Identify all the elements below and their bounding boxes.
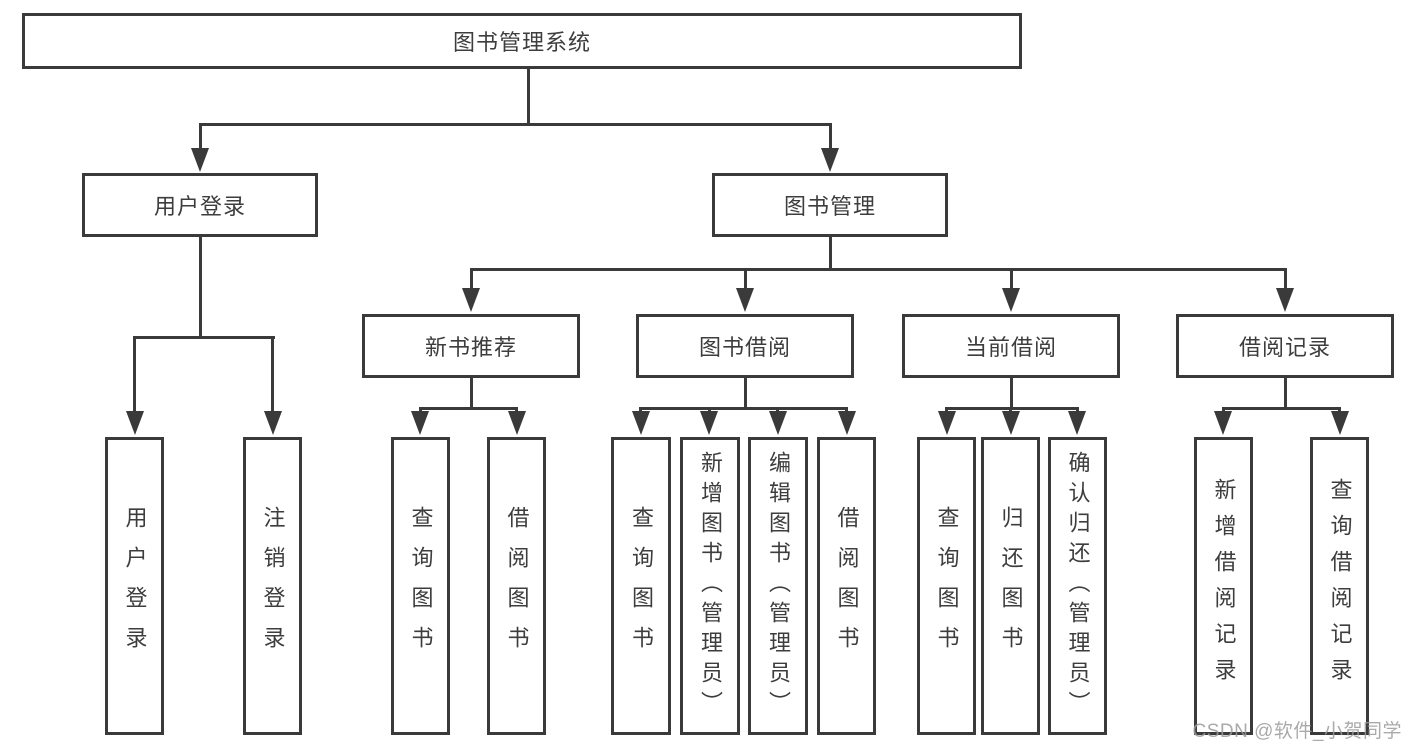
leaf-cb-return-books: 归还图书	[981, 437, 1040, 735]
node-user-login: 用户登录	[82, 173, 318, 237]
leaf-bb-edit-books-admin-label: 编辑图书（管理员）	[766, 451, 791, 721]
csdn-watermark: CSDN @软件_小贺同学	[1192, 721, 1402, 742]
leaf-user-login: 用户登录	[105, 437, 164, 735]
arrowhead-icon	[1214, 411, 1232, 435]
leaf-bb-borrow-books: 借阅图书	[817, 437, 876, 735]
connector-line	[639, 407, 848, 410]
connector-line	[419, 407, 518, 410]
node-borrow-records-label: 借阅记录	[1238, 335, 1331, 360]
arrowhead-icon	[1002, 288, 1020, 312]
connector-line	[199, 123, 202, 148]
connector-line	[1010, 378, 1013, 410]
node-root: 图书管理系统	[22, 13, 1022, 69]
arrowhead-icon	[700, 411, 718, 435]
node-book-management-label: 图书管理	[783, 194, 876, 219]
arrowhead-icon	[1331, 411, 1349, 435]
arrowhead-icon	[508, 411, 526, 435]
arrowhead-icon	[736, 288, 754, 312]
arrowhead-icon	[264, 411, 282, 435]
leaf-cb-return-books-label: 归还图书	[998, 506, 1024, 666]
node-new-book-recommend: 新书推荐	[362, 314, 580, 378]
leaf-br-add-record-label: 新增借阅记录	[1211, 478, 1237, 694]
leaf-br-query-record: 查询借阅记录	[1310, 437, 1369, 735]
connector-line	[470, 268, 1287, 271]
connector-line	[829, 237, 832, 271]
arrowhead-icon	[769, 411, 787, 435]
node-book-borrow: 图书借阅	[636, 314, 854, 378]
connector-line	[945, 407, 1079, 410]
arrowhead-icon	[1068, 411, 1086, 435]
leaf-cb-confirm-return-admin: 确认归还（管理员）	[1048, 437, 1107, 735]
arrowhead-icon	[462, 288, 480, 312]
connector-line	[1284, 268, 1287, 288]
leaf-nb-query-books-label: 查询图书	[408, 506, 434, 666]
arrowhead-icon	[126, 411, 144, 435]
leaf-nb-borrow-books: 借阅图书	[487, 437, 546, 735]
node-new-book-recommend-label: 新书推荐	[424, 335, 517, 360]
connector-line	[470, 268, 473, 288]
arrowhead-icon	[191, 148, 209, 172]
leaf-bb-borrow-books-label: 借阅图书	[834, 506, 860, 666]
node-user-login-label: 用户登录	[153, 194, 246, 219]
leaf-cb-query-books: 查询图书	[917, 437, 976, 735]
leaf-bb-query-books: 查询图书	[611, 437, 671, 735]
leaf-br-add-record: 新增借阅记录	[1194, 437, 1253, 735]
connector-line	[1222, 407, 1341, 410]
connector-line	[133, 336, 275, 339]
node-current-borrow-label: 当前借阅	[964, 335, 1057, 360]
node-book-borrow-label: 图书借阅	[698, 335, 791, 360]
leaf-bb-add-books-admin: 新增图书（管理员）	[680, 437, 740, 735]
leaf-bb-edit-books-admin: 编辑图书（管理员）	[748, 437, 808, 735]
node-book-management: 图书管理	[712, 173, 948, 237]
arrowhead-icon	[1276, 288, 1294, 312]
leaf-bb-add-books-admin-label: 新增图书（管理员）	[698, 451, 723, 721]
leaf-logout: 注销登录	[243, 437, 302, 735]
arrowhead-icon	[632, 411, 650, 435]
connector-line	[1010, 268, 1013, 288]
connector-line	[271, 336, 274, 411]
node-root-label: 图书管理系统	[452, 30, 591, 55]
connector-line	[744, 378, 747, 410]
leaf-bb-query-books-label: 查询图书	[629, 506, 654, 666]
arrowhead-icon	[1002, 411, 1020, 435]
leaf-user-login-label: 用户登录	[122, 506, 148, 666]
arrowhead-icon	[411, 411, 429, 435]
node-borrow-records: 借阅记录	[1176, 314, 1394, 378]
connector-line	[133, 336, 136, 411]
leaf-nb-borrow-books-label: 借阅图书	[504, 506, 530, 666]
connector-line	[199, 237, 202, 339]
arrowhead-icon	[821, 148, 839, 172]
connector-line	[829, 123, 832, 148]
connector-line	[744, 268, 747, 288]
node-current-borrow: 当前借阅	[902, 314, 1120, 378]
connector-line	[1284, 378, 1287, 410]
arrowhead-icon	[938, 411, 956, 435]
leaf-logout-label: 注销登录	[260, 506, 286, 666]
leaf-cb-confirm-return-admin-label: 确认归还（管理员）	[1065, 451, 1091, 721]
leaf-cb-query-books-label: 查询图书	[934, 506, 960, 666]
connector-line	[527, 69, 530, 123]
arrowhead-icon	[838, 411, 856, 435]
connector-line	[470, 378, 473, 410]
leaf-nb-query-books: 查询图书	[391, 437, 450, 735]
connector-line	[199, 123, 831, 126]
leaf-br-query-record-label: 查询借阅记录	[1327, 478, 1353, 694]
